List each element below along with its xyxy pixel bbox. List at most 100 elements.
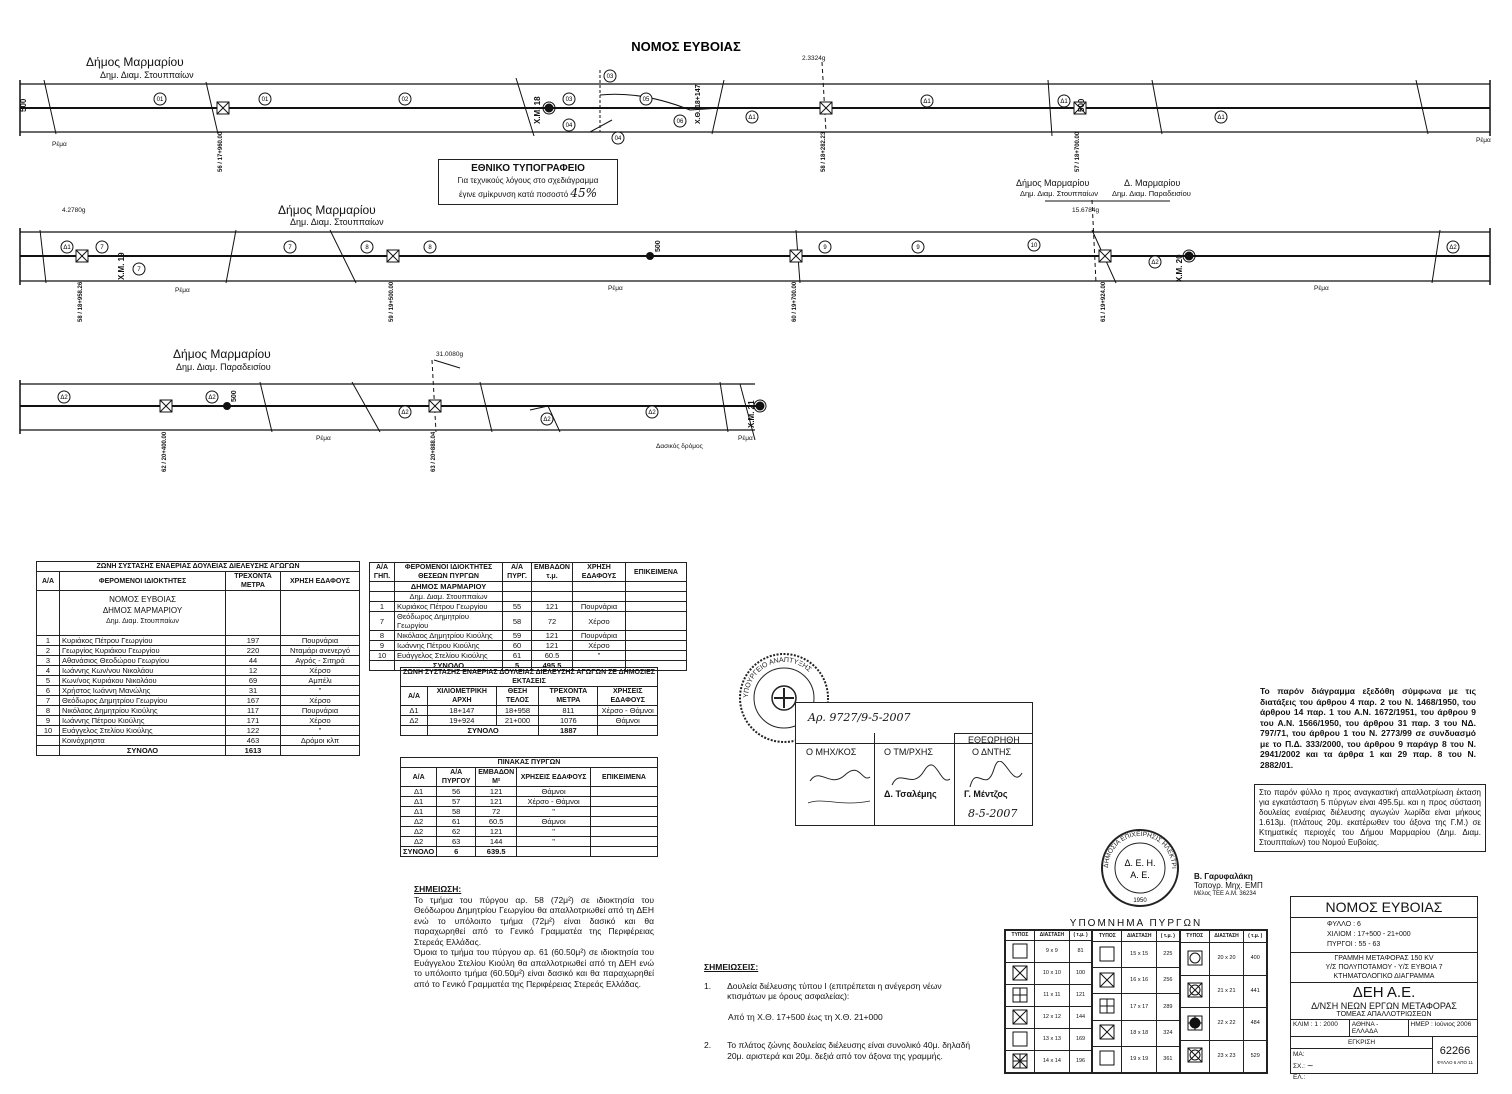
zone-col-aa: Α/Α (36, 571, 60, 591)
notes1-p1: Το τμήμα του πύργου αρ. 58 (72μ²) σε ιδι… (414, 894, 654, 947)
owners_table-cell: Θεόδωρος Δημητρίου Γεωργίου (393, 611, 504, 631)
approval-stamp: Αρ. 9727/9-5-2007 Ο ΜΗΧ/ΚΟΣ Ο ΤΜ/ΡΧΗΣ ΕΘ… (795, 702, 1033, 826)
zone_table-cell: Ιωάννης Πέτρου Κιούλης (59, 715, 226, 726)
towers_table-cell (590, 786, 658, 797)
owners_table-cell: " (572, 650, 626, 661)
tb-prefecture: ΝΟΜΟΣ ΕΥΒΟΙΑΣ (1291, 897, 1477, 918)
svg-text:05: 05 (643, 97, 650, 103)
tower-type-icon (1092, 967, 1123, 995)
zone_table-cell: Πουρνάρια (280, 705, 360, 716)
strip1-angle: 2.3324g (802, 55, 826, 62)
zone_table-cell: 69 (225, 675, 281, 686)
zone-table: ΖΩΝΗ ΣΥΣΤΑΣΗΣ ΕΝΑΕΡΙΑΣ ΔΟΥΛΕΙΑΣ ΔΙΕΛΕΥΣΗ… (36, 561, 360, 756)
legend-dimension: 12 x 12 (1034, 1006, 1070, 1029)
public-total: 1887 (538, 725, 599, 736)
svg-text:04: 04 (566, 123, 573, 129)
legend-dimension: 21 x 21 (1208, 974, 1245, 1008)
legend-area: 324 (1156, 1019, 1180, 1047)
notes2-title: ΣΗΜΕΙΩΣΕΙΣ: (704, 962, 759, 972)
note2-number: 2. (704, 1040, 712, 1050)
tb-sx: ΣΧ.: (1293, 1063, 1305, 1070)
towers_table-cell: 121 (475, 796, 518, 807)
strip1-rema-right: Ρέμα (1476, 136, 1491, 144)
strip2-tower-61: 61 / 19+924.00 (1101, 281, 1107, 322)
legend-dimension: 11 x 11 (1034, 984, 1070, 1007)
strip-1-towers (216, 101, 1087, 115)
dei-seal-year: 1950 (1133, 898, 1147, 904)
tower-type-icon (1092, 1019, 1123, 1047)
zone_table-cell: Χέρσο (280, 695, 360, 706)
tower-type-icon (1005, 1050, 1035, 1073)
tb-sheet-of: ΦΥΛΛΟ 6 ΑΠΟ 11 (1437, 1060, 1473, 1065)
strip2-dist-right: Δημ. Διαμ. Παραδεισίου (1112, 189, 1191, 198)
notes1-p2: Όμοια το τμήμα του πύργου αρ. 61 (60.50μ… (414, 947, 654, 989)
expropriation-note: Στο παρόν φύλλο η προς αναγκαστική απαλλ… (1254, 784, 1486, 852)
zone-col-meters: ΤΡΕΧΟΝΤΑ ΜΕΤΡΑ (225, 571, 281, 591)
zone-total-label: ΣΥΝΟΛΟ (59, 745, 226, 756)
tower-type-icon (1005, 1028, 1035, 1051)
strip1-tower-58: 58 / 18+282.23 (821, 131, 827, 172)
legend-dimension: 13 x 13 (1034, 1028, 1070, 1051)
owners_table-cell (625, 630, 687, 641)
legend-area: 361 (1156, 1045, 1180, 1074)
public-lands-table: ΖΩΝΗ ΣΥΣΤΑΣΗΣ ΕΝΑΕΡΙΑΣ ΔΟΥΛΕΙΑΣ ΔΙΕΛΕΥΣΗ… (400, 667, 658, 736)
public_table-cell: 21+000 (495, 715, 540, 726)
strip-2 (19, 199, 1491, 285)
owners_table-cell: Ευάγγελος Στελίου Κιούλης (393, 650, 504, 661)
svg-text:01: 01 (262, 97, 269, 103)
svg-text:Δ1: Δ1 (923, 99, 931, 105)
owners_table-cell: Νικόλαος Δημητρίου Κιούλης (393, 630, 504, 641)
towers_table-cell: 56 (436, 786, 477, 797)
zone-group2: ΔΗΜΟΣ ΜΑΡΜΑΡΙΟΥ (102, 606, 183, 615)
towers_table-cell: " (516, 826, 591, 837)
svg-text:Δ2: Δ2 (401, 410, 409, 416)
strip2-mid: 500 (655, 240, 662, 252)
towers_table-cell: " (516, 806, 591, 817)
typography-title: ΕΘΝΙΚΟ ΤΥΠΟΓΡΑΦΕΙΟ (471, 163, 585, 174)
public-table-title: ΖΩΝΗ ΣΥΣΤΑΣΗΣ ΕΝΑΕΡΙΑΣ ΔΟΥΛΕΙΑΣ ΔΙΕΛΕΥΣΗ… (400, 667, 658, 687)
owners_table-cell: Ιωάννης Πέτρου Κιούλης (393, 640, 504, 651)
svg-text:03: 03 (607, 74, 614, 80)
svg-text:06: 06 (677, 119, 684, 125)
public_table-cell: Χέρσο - Θάμνοι (597, 705, 658, 716)
public_table-cell: Δ2 (400, 715, 428, 726)
strip3-rema-1: Ρέμα (316, 434, 331, 442)
map-prefecture-title: ΝΟΜΟΣ ΕΥΒΟΙΑΣ (631, 39, 741, 54)
tb-line: ΓΡΑΜΜΗ ΜΕΤΑΦΟΡΑΣ 150 KV (1334, 955, 1434, 962)
zone_table-cell: Κυριάκος Πέτρου Γεωργίου (59, 635, 226, 646)
owners_table-cell: 121 (531, 640, 573, 651)
svg-text:Δ1: Δ1 (1060, 99, 1068, 105)
legend-header: ( τ.μ. ) (1068, 930, 1093, 941)
owners-group2: Δημ. Διαμ. Στουππαίων (393, 591, 504, 602)
zone_table-cell (36, 735, 60, 746)
owners_table-cell: Κυριάκος Πέτρου Γεωργίου (393, 601, 504, 612)
zone_table-cell: 9 (36, 715, 60, 726)
strip1-xm18: Χ.Μ. 18 (533, 96, 542, 124)
notes-towers: ΣΗΜΕΙΩΣΗ: Το τμήμα του πύργου αρ. 58 (72… (414, 884, 654, 989)
strip2-tower-58: 58 / 18+958.26 (78, 281, 84, 322)
note1-range: Από τη Χ.Θ. 17+500 έως τη Χ.Θ. 21+000 (728, 1011, 883, 1022)
svg-text:ΥΠΟΥΡΓΕΙΟ ΑΝΑΠΤΥΞΗΣ: ΥΠΟΥΡΓΕΙΟ ΑΝΑΠΤΥΞΗΣ (743, 657, 813, 698)
tower-type-icon (1179, 942, 1210, 976)
legend-area: 144 (1068, 1006, 1093, 1029)
owners-col-use: ΧΡΗΣΗ ΕΔΑΦΟΥΣ (572, 562, 626, 582)
strip-2-labels: Δήμος Μαρμαρίου Δημ. Διαμ. Στουππαίων 4.… (62, 178, 1329, 322)
zone_table-cell: 122 (225, 725, 281, 736)
public_table-cell: 1076 (538, 715, 599, 726)
svg-text:Δ2: Δ2 (1151, 260, 1159, 266)
towers_table-cell: 121 (475, 826, 518, 837)
zone_table-cell: 197 (225, 635, 281, 646)
towers-total-label: ΣΥΝΟΛΟ (399, 846, 438, 857)
legend-area: 256 (1156, 967, 1180, 995)
svg-text:Δ1: Δ1 (63, 245, 71, 251)
zone_table-cell: " (280, 685, 360, 696)
tb-number: 62266 (1439, 1045, 1471, 1057)
